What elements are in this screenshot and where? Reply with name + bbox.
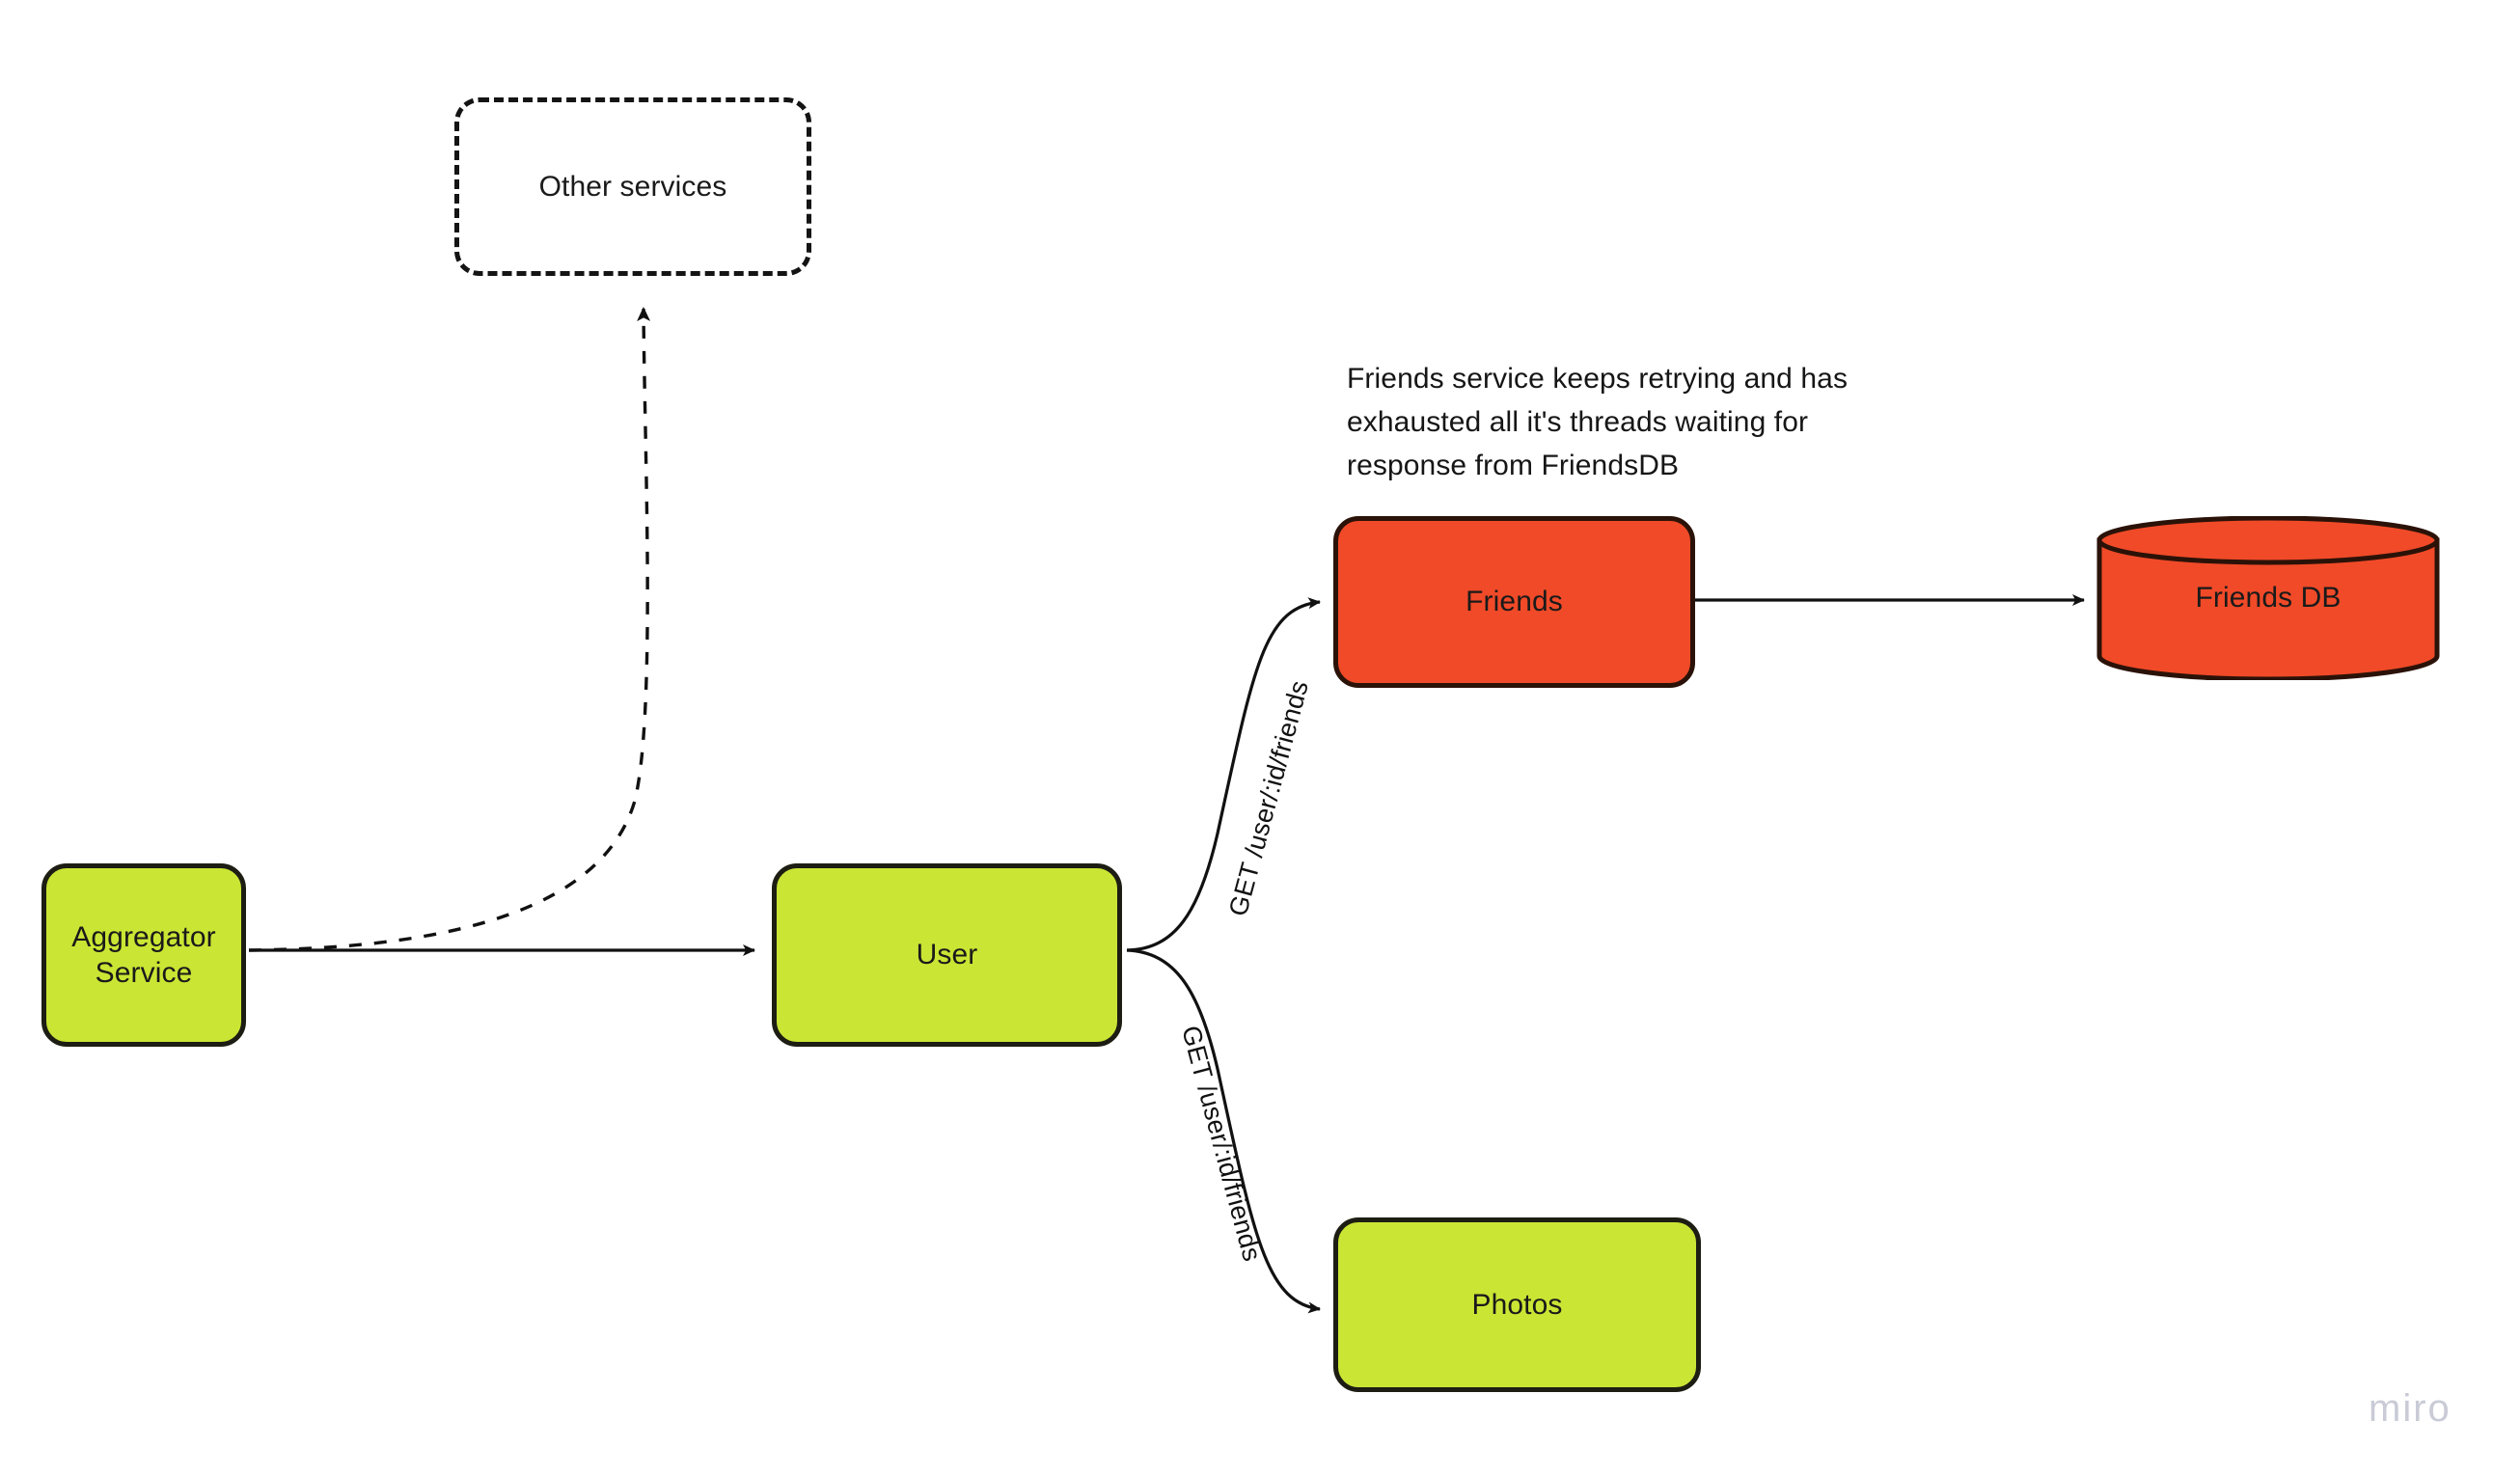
edge-label-user-to-photos: GET /user/:id/friends [1176, 1023, 1268, 1265]
cylinder-shape [2096, 516, 2440, 680]
node-friends-db-label: Friends DB [2195, 582, 2342, 615]
node-other-services-label: Other services [538, 170, 727, 203]
annotation-friends-retry-note: Friends service keeps retrying and has e… [1347, 363, 1849, 481]
node-friends-label: Friends [1465, 586, 1563, 618]
node-user[interactable]: User [772, 863, 1122, 1047]
node-aggregator-service[interactable]: Aggregator Service [41, 863, 246, 1047]
node-user-label: User [916, 939, 978, 971]
edge-user-to-friends [1126, 597, 1321, 952]
node-friends[interactable]: Friends [1333, 516, 1695, 688]
node-photos-label: Photos [1471, 1288, 1563, 1321]
node-other-services[interactable]: Other services [454, 97, 811, 276]
node-photos[interactable]: Photos [1333, 1217, 1701, 1392]
edge-aggregator-to-other-services [248, 307, 651, 952]
node-friends-db[interactable]: Friends DB [2095, 516, 2441, 680]
miro-watermark: miro [2369, 1387, 2452, 1430]
edge-label-user-to-friends: GET /user/:id/friends [1223, 677, 1315, 919]
node-aggregator-service-label: Aggregator Service [71, 920, 216, 990]
